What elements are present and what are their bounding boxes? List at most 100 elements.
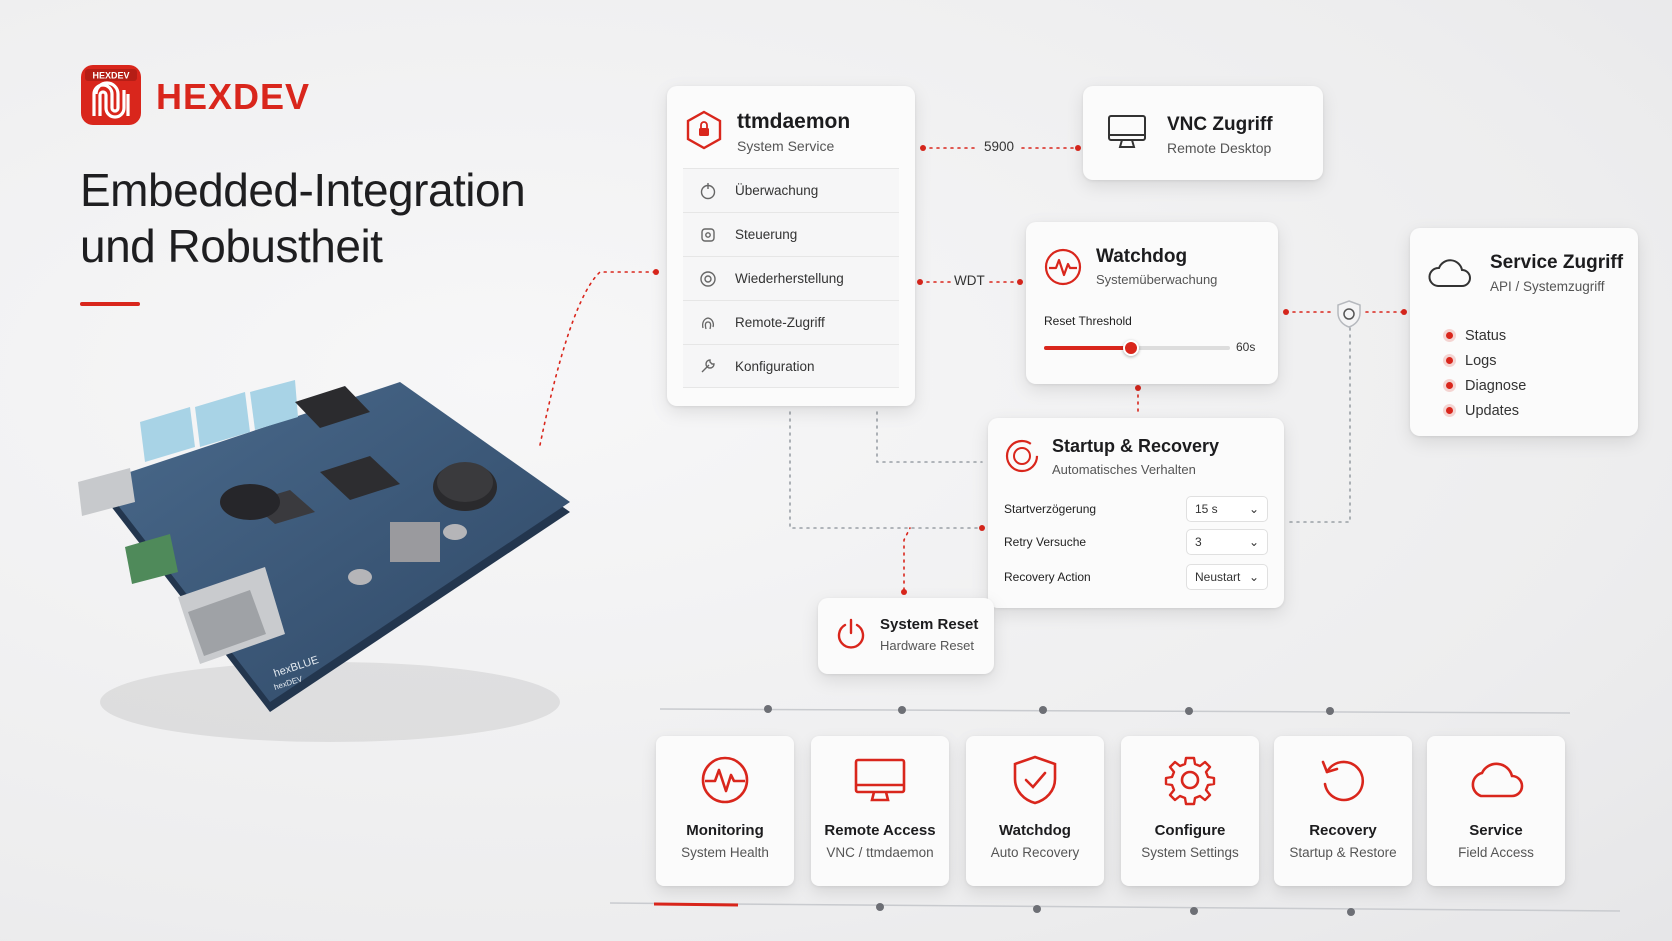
service-card: Service Zugriff API / Systemzugriff Stat… — [1410, 228, 1638, 436]
ttmdaemon-subtitle: System Service — [737, 138, 835, 154]
control-icon — [699, 226, 717, 244]
tile-title: Remote Access — [824, 822, 936, 839]
service-item-label: Diagnose — [1465, 377, 1527, 394]
cloud-icon — [1471, 762, 1524, 798]
threshold-value: 60s — [1236, 340, 1256, 354]
menu-item-steuerung[interactable]: Steuerung — [683, 212, 899, 256]
startup-subtitle: Automatisches Verhalten — [1052, 462, 1196, 477]
retry-select[interactable]: 3⌄ — [1186, 529, 1268, 555]
recovery-ring-icon — [1004, 438, 1040, 474]
timeline-dot — [1347, 908, 1355, 916]
action-select[interactable]: Neustart ⌄ — [1186, 564, 1268, 590]
monitor-icon — [1107, 114, 1147, 150]
wrench-icon — [699, 357, 717, 375]
delay-select[interactable]: 15 s ⌄ — [1186, 496, 1268, 522]
menu-item-ueberwachung[interactable]: Überwachung — [683, 168, 899, 212]
chevron-down-icon: ⌄ — [1248, 570, 1259, 584]
tile-watchdog[interactable]: Watchdog Auto Recovery — [966, 736, 1104, 886]
startup-title: Startup & Recovery — [1052, 436, 1220, 456]
timeline-dot — [1185, 707, 1193, 715]
tile-configure[interactable]: Configure System Settings — [1121, 736, 1259, 886]
page-title-line-1: Embedded-Integration — [80, 164, 526, 216]
wdt-label: WDT — [954, 273, 985, 288]
timeline-dot — [1039, 706, 1047, 714]
select-value: 3 — [1195, 535, 1202, 549]
shield-node-icon — [1336, 300, 1362, 328]
threshold-slider-knob[interactable] — [1123, 340, 1139, 356]
page-title-line-2: und Robustheit — [80, 220, 383, 272]
select-value: 15 s — [1195, 502, 1218, 516]
timeline-dot — [898, 706, 906, 714]
vnc-title: VNC Zugriff — [1167, 114, 1273, 135]
startup-row-label: Recovery Action — [1004, 570, 1091, 584]
reset-title: System Reset — [880, 616, 979, 633]
chevron-down-icon: ⌄ — [1248, 502, 1259, 516]
startup-row-retry: Retry Versuche 3⌄ — [1004, 529, 1268, 555]
startup-row-label: Startverzögerung — [1004, 502, 1097, 516]
tile-monitoring[interactable]: Monitoring System Health — [656, 736, 794, 886]
gear-icon — [1164, 756, 1216, 806]
tile-title: Recovery — [1309, 822, 1377, 839]
title-accent-rule — [80, 302, 140, 306]
fingerprint-icon — [699, 314, 717, 332]
bullet-icon — [1446, 332, 1453, 339]
tile-subtitle: System Settings — [1141, 845, 1239, 860]
tile-recovery[interactable]: Recovery Startup & Restore — [1274, 736, 1412, 886]
vnc-port-label: 5900 — [984, 139, 1015, 154]
service-item-label: Updates — [1465, 402, 1520, 419]
heartbeat-icon — [701, 756, 749, 804]
service-item-logs[interactable]: Logs — [1446, 348, 1526, 373]
menu-item-label: Wiederherstellung — [735, 271, 844, 286]
monitor-icon — [854, 758, 906, 802]
select-value: Neustart — [1195, 570, 1241, 584]
circuit-board-image: hexBLUE hexDEV — [70, 372, 590, 752]
menu-item-konfiguration[interactable]: Konfiguration — [683, 344, 899, 388]
watchdog-subtitle: Systemüberwachung — [1096, 272, 1218, 287]
timeline-dot — [764, 705, 772, 713]
threshold-label: Reset Threshold — [1044, 314, 1132, 328]
hexagon-lock-icon — [685, 110, 723, 150]
startup-row-delay: Startverzögerung 15 s ⌄ — [1004, 496, 1268, 522]
brand-name: HEXDEV — [156, 76, 311, 117]
watchdog-title: Watchdog — [1096, 246, 1188, 267]
vnc-card[interactable]: VNC Zugriff Remote Desktop — [1083, 86, 1323, 180]
menu-item-remote-zugriff[interactable]: Remote-Zugriff — [683, 300, 899, 344]
tile-service[interactable]: Service Field Access — [1427, 736, 1565, 886]
hexdev-logo-icon: HEXDEV — [80, 64, 142, 126]
menu-item-label: Steuerung — [735, 227, 798, 242]
shield-check-icon — [1013, 755, 1057, 805]
tile-subtitle: Startup & Restore — [1289, 845, 1397, 860]
timeline-dot — [876, 903, 884, 911]
tile-subtitle: System Health — [681, 845, 769, 860]
startup-recovery-card: Startup & Recovery Automatisches Verhalt… — [988, 418, 1284, 608]
vnc-subtitle: Remote Desktop — [1167, 140, 1272, 156]
system-reset-card[interactable]: System Reset Hardware Reset — [818, 598, 994, 674]
menu-item-label: Remote-Zugriff — [735, 315, 825, 330]
logo-badge-text: HEXDEV — [92, 71, 129, 81]
service-title: Service Zugriff — [1490, 252, 1624, 273]
reset-subtitle: Hardware Reset — [880, 638, 974, 653]
timeline-dot — [1033, 905, 1041, 913]
power-icon — [836, 618, 866, 650]
timeline-dot — [1190, 907, 1198, 915]
service-item-status[interactable]: Status — [1446, 323, 1526, 348]
page-title: Embedded-Integration und Robustheit — [80, 162, 526, 274]
menu-item-wiederherstellung[interactable]: Wiederherstellung — [683, 256, 899, 300]
ttmdaemon-menu: Überwachung Steuerung Wiederherstellung … — [683, 168, 899, 388]
service-item-label: Logs — [1465, 352, 1497, 369]
restore-icon — [699, 270, 717, 288]
tile-remote-access[interactable]: Remote Access VNC / ttmdaemon — [811, 736, 949, 886]
tile-title: Service — [1469, 822, 1523, 839]
tile-title: Monitoring — [686, 822, 764, 839]
menu-item-label: Überwachung — [735, 183, 819, 198]
timeline-dot — [1326, 707, 1334, 715]
threshold-slider-fill — [1044, 346, 1131, 350]
service-item-updates[interactable]: Updates — [1446, 398, 1526, 423]
cloud-icon — [1426, 256, 1472, 290]
service-subtitle: API / Systemzugriff — [1490, 279, 1605, 294]
menu-item-label: Konfiguration — [735, 358, 815, 374]
service-item-label: Status — [1465, 327, 1507, 344]
service-item-diagnose[interactable]: Diagnose — [1446, 373, 1526, 398]
bullet-icon — [1446, 407, 1453, 414]
